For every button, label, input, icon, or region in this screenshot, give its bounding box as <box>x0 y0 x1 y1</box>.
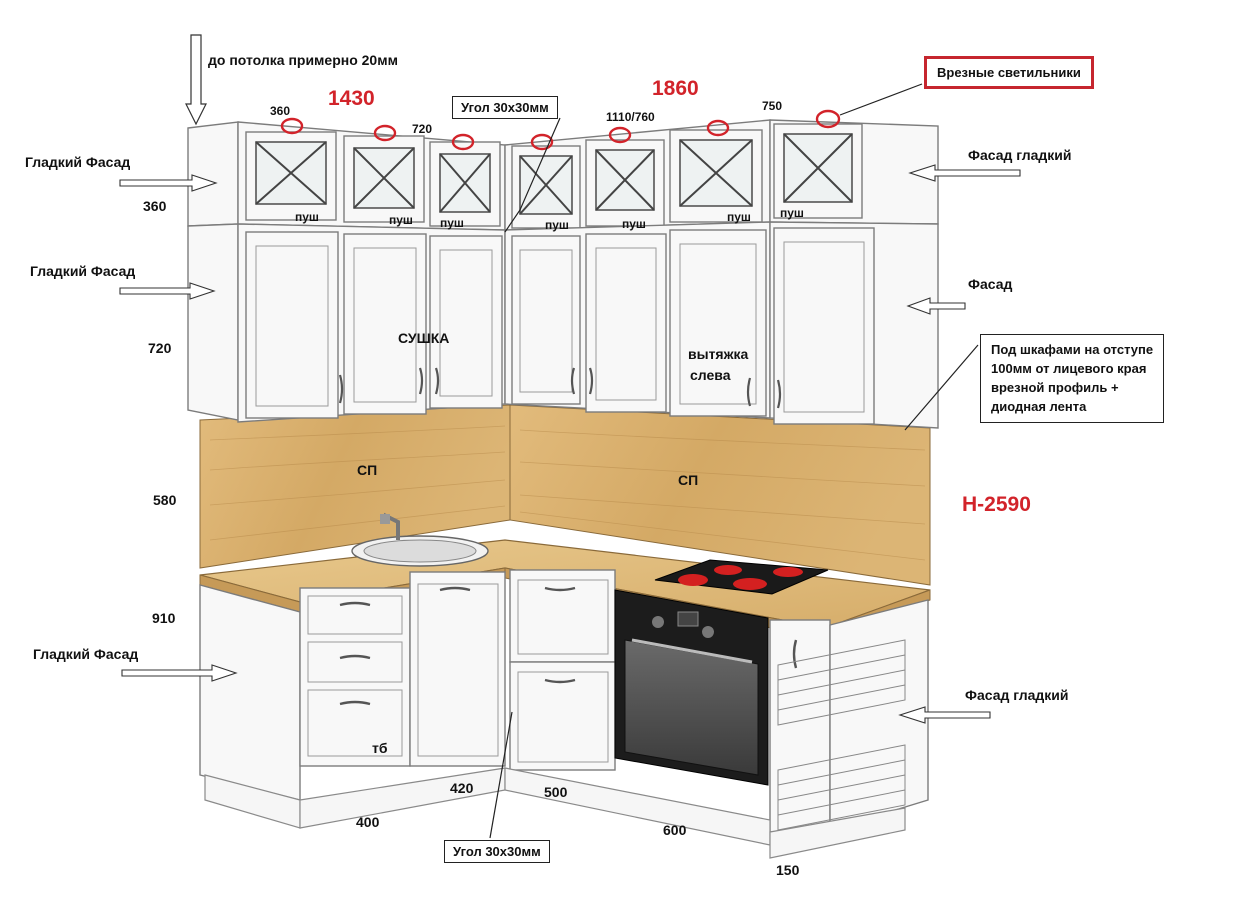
recessed-lights-callout: Врезные светильники <box>924 56 1094 89</box>
dim-500: 500 <box>544 784 568 800</box>
dim-580: 580 <box>153 492 177 508</box>
total-right-width: 1860 <box>652 77 699 100</box>
hob <box>654 559 829 595</box>
note-line-1: Под шкафами на отступе <box>991 342 1154 357</box>
dim-360-left: 360 <box>143 198 167 214</box>
plinth <box>204 767 906 859</box>
push-label: пуш <box>622 217 646 231</box>
tb-label: тб <box>372 740 388 756</box>
dim-400: 400 <box>356 814 380 830</box>
note-line-4: диодная лента <box>991 398 1087 414</box>
push-label: пуш <box>780 206 804 220</box>
upper-handles <box>338 367 782 409</box>
corner-callout-bottom: Угол 30х30мм <box>444 840 550 863</box>
led-profile-note: Под шкафами на отступе 100мм от лицевого… <box>980 334 1165 424</box>
ceiling-note: до потолка примерно 20мм <box>208 52 398 68</box>
dim-720-top: 720 <box>412 122 433 136</box>
upper-door-panels <box>255 241 865 413</box>
base-cabinets <box>199 569 929 833</box>
hood-label-line1: вытяжка <box>688 346 749 362</box>
note-line-3: врезной профиль + <box>991 379 1119 395</box>
facade-right-label: Фасад <box>968 276 1013 292</box>
facade-smooth-bottom-label: Фасад гладкий <box>965 687 1069 703</box>
oven <box>614 589 769 786</box>
total-left-width: 1430 <box>328 87 375 110</box>
light-markers <box>280 109 841 151</box>
dim-720-left: 720 <box>148 340 172 356</box>
dim-1110-760: 1110/760 <box>606 110 655 124</box>
push-label: пуш <box>440 216 464 230</box>
corner-callout-top: Угол 30х30мм <box>452 96 558 119</box>
sink <box>351 512 489 567</box>
sp-left-label: СП <box>357 462 378 478</box>
dim-910: 910 <box>152 610 176 626</box>
ceiling-arrow <box>185 34 207 126</box>
leader-lines <box>489 83 979 839</box>
sp-right-label: СП <box>678 472 699 488</box>
dryer-label: СУШКА <box>398 330 450 346</box>
total-height: H-2590 <box>962 493 1031 516</box>
facade-smooth-top-label: Фасад гладкий <box>968 147 1072 163</box>
base-handles <box>339 586 798 706</box>
facade-arrows <box>119 164 1021 724</box>
push-label: пуш <box>389 213 413 227</box>
dim-420: 420 <box>450 780 474 796</box>
note-line-2: 100мм от лицевого края <box>991 360 1147 376</box>
smooth-facade-label-2: Гладкий Фасад <box>30 263 136 279</box>
backsplash <box>199 404 931 586</box>
hood-label-line2: слева <box>690 367 731 383</box>
dim-750: 750 <box>762 99 783 113</box>
corner-baskets <box>777 639 906 831</box>
push-label: пуш <box>545 218 569 232</box>
dim-150: 150 <box>776 862 800 878</box>
base-door-panels <box>307 579 609 763</box>
smooth-facade-label-1: Гладкий Фасад <box>25 154 131 170</box>
push-label: пуш <box>295 210 319 224</box>
dim-360-top: 360 <box>270 104 291 118</box>
smooth-facade-label-3: Гладкий Фасад <box>33 646 139 662</box>
dim-600: 600 <box>663 822 687 838</box>
push-label: пуш <box>727 210 751 224</box>
